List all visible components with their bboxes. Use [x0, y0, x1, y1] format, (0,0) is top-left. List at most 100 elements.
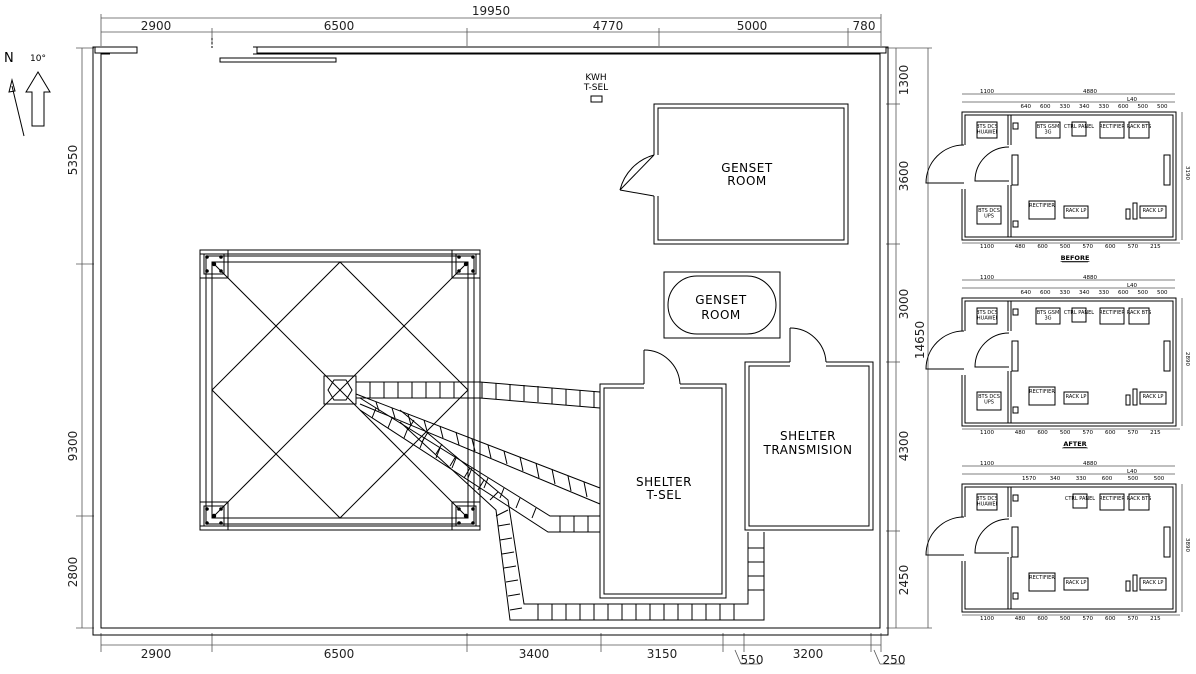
equipment-box — [1063, 391, 1089, 405]
dim-top-total: 19950 — [472, 4, 510, 18]
dim-left-seg: 9300 — [66, 431, 80, 462]
cable-tray — [355, 381, 765, 621]
dim-right-seg: 2450 — [897, 565, 911, 596]
plan-dim: 600 — [1037, 244, 1048, 250]
equipment-label: BTS GSM — [1037, 310, 1060, 316]
plan-dim: 500 — [1138, 104, 1149, 110]
plan-dim: 640 — [1021, 104, 1032, 110]
plan-dim: 480 — [1015, 244, 1026, 250]
plan-dim: 600 — [1118, 290, 1129, 296]
dim-bottom-seg: 6500 — [324, 647, 355, 661]
plan-caption: AFTER — [1063, 440, 1086, 448]
shelter-tsel-label-1: SHELTER — [636, 475, 692, 489]
tower-leg — [199, 249, 229, 279]
equipment-label: RECTIFIER — [1099, 124, 1125, 130]
equipment-label: RACK BTS — [1127, 496, 1152, 502]
equipment-box — [1128, 493, 1150, 511]
dim-right-total: 14650 — [913, 321, 927, 359]
plan-dim: 4880 — [1083, 461, 1097, 467]
plan-dim: 1100 — [980, 461, 994, 467]
genset-room-top-label-1: GENSET — [721, 161, 773, 175]
equipment-box — [1028, 572, 1056, 592]
plan-dim: 330 — [1099, 104, 1110, 110]
equipment-label: BTS DCS — [978, 208, 1000, 214]
dim-top-seg: 780 — [853, 19, 876, 33]
plan-dim: 1570 — [1022, 476, 1036, 482]
top-dimensions: 19950 2900 6500 4770 5000 780 — [100, 4, 882, 46]
dim-bottom-seg: 250 — [883, 653, 906, 667]
plan-dim: 600 — [1105, 616, 1116, 622]
plan-dim: 500 — [1128, 476, 1139, 482]
plan-dim: 340 — [1079, 290, 1090, 296]
site-boundary — [92, 38, 889, 636]
equipment-box — [1028, 200, 1056, 220]
plan-dim: 570 — [1128, 430, 1139, 436]
shelter-tsel-label-2: T-SEL — [646, 488, 682, 502]
kwh-label-1: KWH — [585, 73, 606, 83]
plan-dim: 570 — [1128, 616, 1139, 622]
equipment-box — [1071, 121, 1087, 137]
north-letter: N — [4, 51, 14, 66]
genset-room-middle-label-1: GENSET — [695, 293, 747, 307]
equipment-label: RACK LP — [1143, 208, 1164, 214]
plan-dim: 330 — [1060, 290, 1071, 296]
plan-dim: L40 — [1127, 97, 1138, 103]
dim-top-seg: 5000 — [737, 19, 768, 33]
equipment-label: RACK LP — [1066, 394, 1087, 400]
plan-dim: L40 — [1127, 283, 1138, 289]
equipment-label: BTS DCS — [978, 394, 1000, 400]
plan-dim: 330 — [1076, 476, 1087, 482]
equipment-label: BTS GSM — [1037, 124, 1060, 130]
genset-room-top-label-2: ROOM — [727, 174, 767, 188]
plan-dim: 500 — [1060, 616, 1071, 622]
dim-top-seg: 6500 — [324, 19, 355, 33]
equipment-label: RECTIFIER — [1029, 575, 1055, 581]
plan-dim: 600 — [1037, 430, 1048, 436]
plan-caption: BEFORE — [1061, 254, 1090, 262]
north-angle: 10° — [30, 54, 46, 64]
bottom-dimensions: 2900 6500 3400 3150 550 3200 250 — [100, 633, 906, 667]
equipment-label: RACK BTS — [1127, 310, 1152, 316]
equipment-label: 3G — [1044, 130, 1051, 136]
plan-dim: 1100 — [980, 89, 994, 95]
equipment-label: RACK LP — [1143, 580, 1164, 586]
equipment-box — [1128, 121, 1150, 139]
plan-dim: 1100 — [980, 430, 994, 436]
equipment-box — [1139, 577, 1167, 591]
equipment-box — [976, 493, 998, 511]
plan-dim: 3890 — [1184, 538, 1190, 552]
plan-dim: 600 — [1040, 104, 1051, 110]
equipment-box — [976, 307, 998, 325]
equipment-box — [1063, 577, 1089, 591]
plan-dim: L40 — [1127, 469, 1138, 475]
kwh-meter: KWH T-SEL — [583, 73, 608, 103]
plan-dim: 600 — [1037, 616, 1048, 622]
equipment-box — [1035, 307, 1061, 325]
tower — [199, 249, 481, 531]
plan-dim: 480 — [1015, 616, 1026, 622]
genset-room-middle-label-2: ROOM — [701, 308, 741, 322]
left-dimensions: 5350 9300 2800 — [66, 47, 94, 629]
tower-leg — [451, 249, 481, 279]
dim-top-seg: 4770 — [593, 19, 624, 33]
kwh-label-2: T-SEL — [583, 83, 608, 93]
equipment-box — [1099, 493, 1125, 511]
plan-dim: 1100 — [980, 244, 994, 250]
plan-dim: 215 — [1150, 430, 1161, 436]
dim-right-seg: 3000 — [897, 289, 911, 320]
equipment-box — [1035, 121, 1061, 139]
plan-dim: 500 — [1154, 476, 1165, 482]
shelter-tsel: SHELTER T-SEL — [599, 349, 727, 599]
plan-dim: 215 — [1150, 244, 1161, 250]
equipment-box — [1063, 205, 1089, 219]
equipment-box — [976, 121, 998, 139]
equipment-box — [1099, 121, 1125, 139]
dim-right-seg: 1300 — [897, 65, 911, 96]
plan-dim: 480 — [1015, 430, 1026, 436]
plan-dim: 500 — [1157, 104, 1168, 110]
equipment-label: RECTIFIER — [1029, 203, 1055, 209]
plan-dim: 500 — [1157, 290, 1168, 296]
